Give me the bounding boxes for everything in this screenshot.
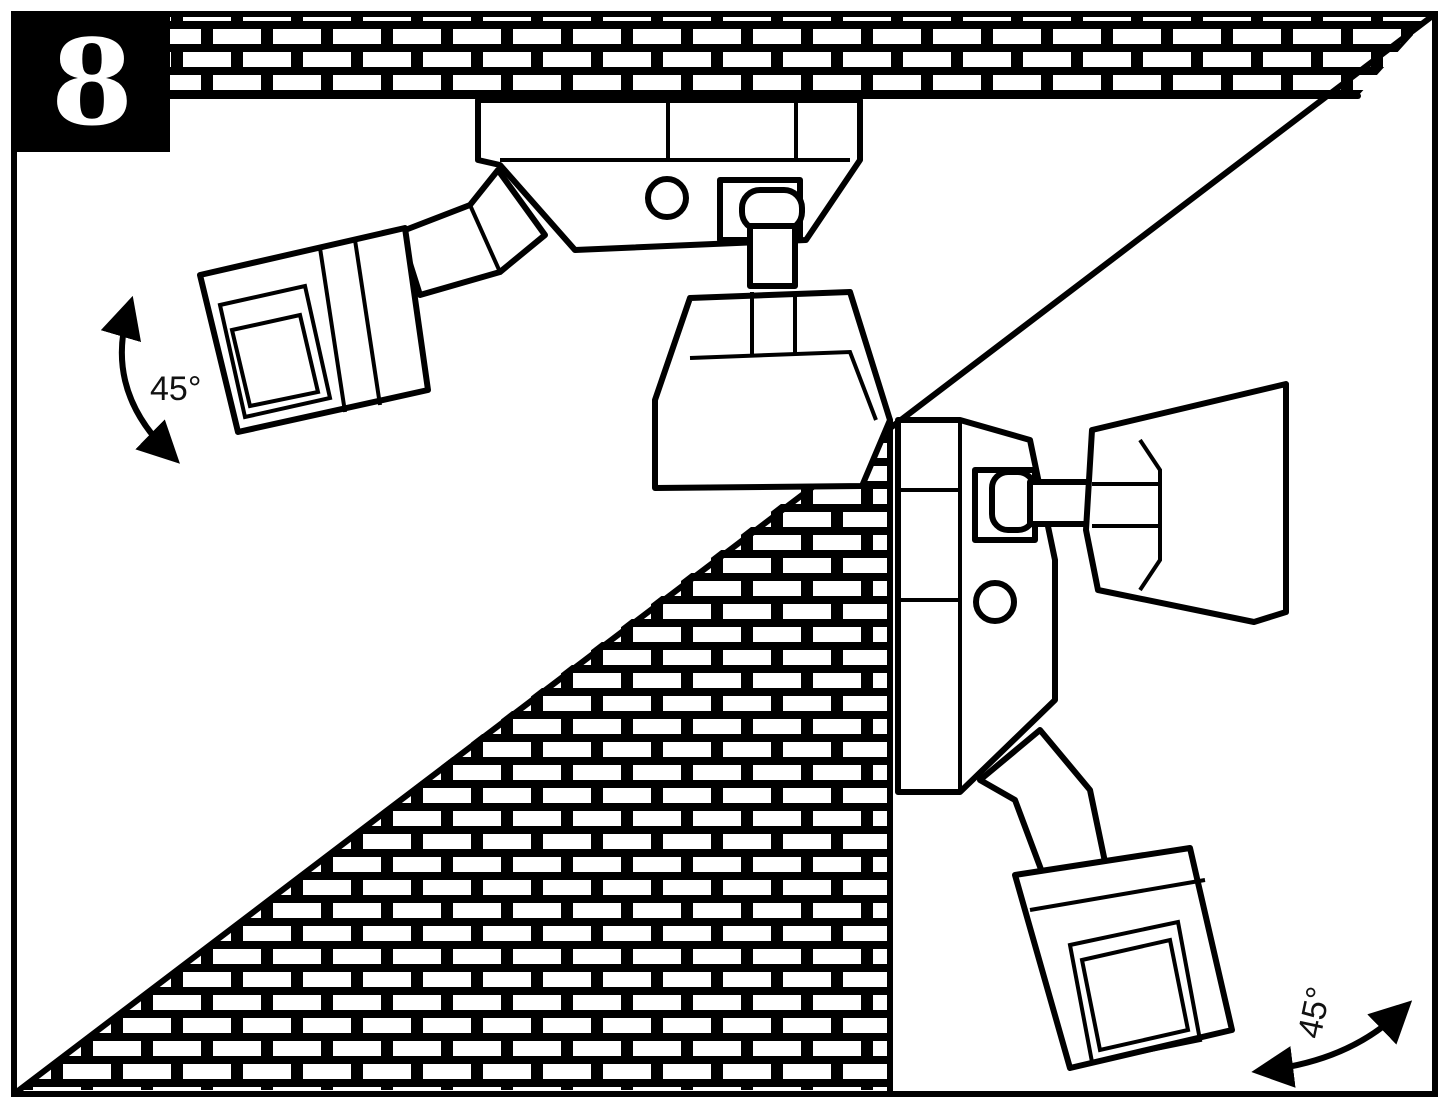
wall-camera-icon	[895, 381, 1289, 1071]
bottom-angle-label: 45°	[1291, 983, 1339, 1041]
top-rotation-arrow-icon	[100, 295, 180, 464]
top-angle-label: 45°	[150, 370, 201, 408]
step-number-badge: 8	[14, 14, 170, 152]
ceiling-brick-wall	[170, 14, 1432, 96]
diagonal-divider	[11, 11, 1438, 1097]
ceiling-camera-icon	[197, 97, 893, 491]
bottom-rotation-arrow-icon	[1251, 1000, 1413, 1088]
diagram-frame	[11, 11, 1438, 1097]
